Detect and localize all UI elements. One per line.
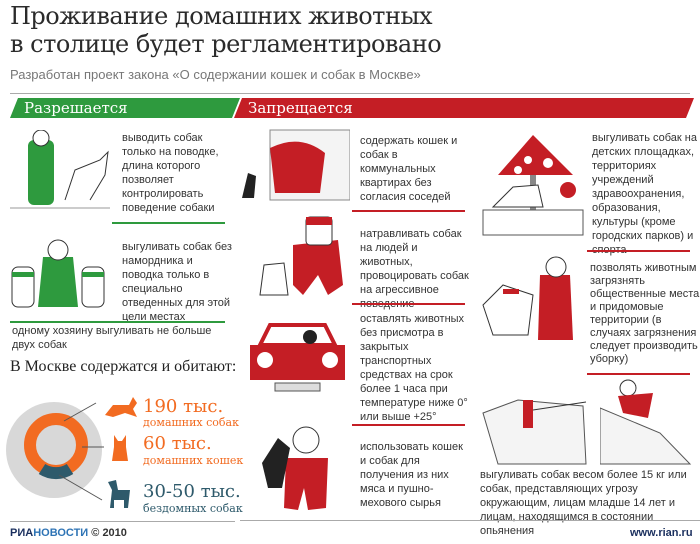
- stat-value: 190 тыс.: [143, 396, 224, 417]
- man-provoking-dog-illustration: [259, 216, 343, 296]
- page-title: Проживание домашних животных в столице б…: [10, 2, 442, 58]
- forbidden-item-3: оставлять животных без присмотра в закры…: [360, 313, 468, 423]
- divider: [112, 222, 225, 224]
- divider: [587, 373, 690, 375]
- stat-value: 30-50 тыс.: [143, 481, 241, 502]
- logo-ria: РИА: [10, 527, 34, 539]
- man-with-dogs-illustration: [11, 239, 105, 308]
- allowed-banner: Разрешается: [10, 98, 240, 118]
- divider: [352, 210, 465, 212]
- stray-dog-icon: [108, 480, 130, 508]
- man-with-dog-pollution-illustration: [482, 256, 573, 340]
- divider: [10, 521, 235, 522]
- big-dog-dragging-girl-illustration: [482, 399, 587, 465]
- forbidden-banner: Запрещается: [234, 98, 694, 118]
- divider: [587, 250, 690, 252]
- forbidden-item-6: позволять животным загрязнять общественн…: [590, 262, 700, 365]
- man-with-dog-illustration: [10, 130, 110, 209]
- dog-icon: [105, 397, 137, 417]
- divider: [352, 303, 465, 305]
- allowed-item-1: выводить собак только на поводке, длина …: [122, 132, 219, 214]
- site-link[interactable]: www.rian.ru: [630, 527, 693, 539]
- forbidden-item-4: использовать кошек и собак для получения…: [360, 441, 463, 509]
- moscow-heading: В Москве содержатся и обитают:: [10, 358, 237, 375]
- allowed-item-3: одному хозяину выгуливать не больше двух…: [12, 325, 212, 351]
- divider: [10, 93, 690, 94]
- title-line-2: в столице будет регламентировано: [10, 30, 442, 58]
- fridge-illustration: [242, 129, 350, 201]
- forbidden-item-1: содержать кошек и собак в коммунальных к…: [360, 135, 458, 203]
- stat-label: домашних собак: [143, 416, 239, 429]
- moscow-map-donut: [6, 402, 104, 501]
- forbidden-item-2: натравливать собак на людей и животных, …: [360, 228, 469, 310]
- divider: [240, 520, 700, 521]
- stat-value: 60 тыс.: [143, 433, 212, 454]
- divider: [10, 321, 225, 323]
- man-with-cat-illustration: [262, 426, 328, 510]
- allowed-item-2: выгуливать собак без намордника и поводк…: [122, 241, 232, 323]
- car-with-cat-illustration: [250, 323, 345, 392]
- girl-on-leash-illustration: [600, 379, 692, 465]
- logo-novosti: НОВОСТИ: [33, 527, 89, 539]
- stat-label: бездомных собак: [143, 502, 243, 515]
- ria-novosti-logo: РИАНОВОСТИ © 2010: [10, 527, 127, 539]
- forbidden-item-5: выгуливать собак на детских площадках, т…: [592, 132, 697, 256]
- playground-illustration: [482, 135, 584, 236]
- divider: [352, 424, 465, 426]
- copyright: © 2010: [91, 527, 127, 539]
- subtitle: Разработан проект закона «О содержании к…: [10, 67, 421, 82]
- stat-label: домашних кошек: [143, 454, 244, 467]
- title-line-1: Проживание домашних животных: [10, 2, 433, 30]
- cat-icon: [112, 435, 128, 461]
